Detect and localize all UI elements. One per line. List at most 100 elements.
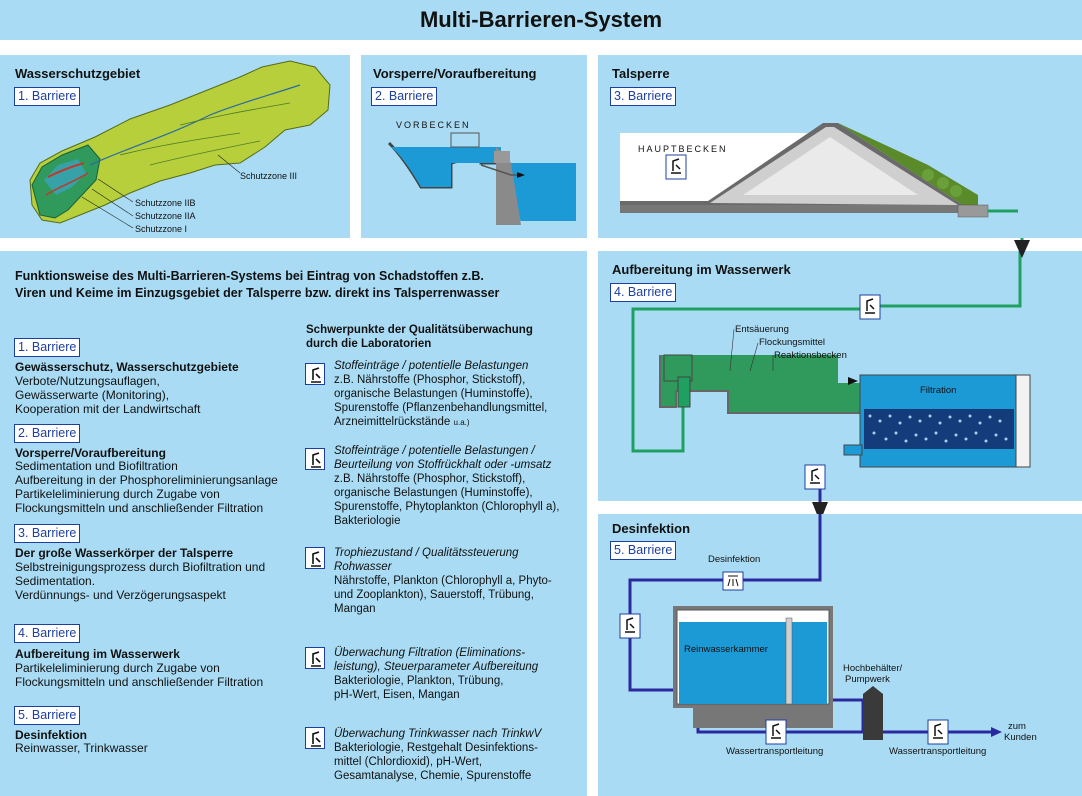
zone-label-i: Schutzzone I	[135, 224, 187, 234]
main-heading: Funktionsweise des Multi-Barrieren-Syste…	[15, 268, 499, 302]
text-line: Sedimentation.	[15, 574, 96, 588]
text-line: Sedimentation und Biofiltration	[15, 459, 178, 473]
panel-title: Vorsperre/Voraufbereitung	[373, 66, 537, 81]
label-desinfektion: Desinfektion	[708, 554, 760, 565]
barrier-badge: 3. Barriere	[14, 524, 81, 543]
desinfektion-diagram: Desinfektion Reinwasserkammer Wassertran…	[619, 514, 1037, 757]
quality-italic: leistung), Steuerparameter Aufbereitung	[334, 661, 539, 673]
catchment-map: Schutzzone III Schutzzone IIB Schutzzone…	[29, 60, 331, 234]
aufbereitung-diagram: Entsäuerung Flockungsmittel Reaktionsbec…	[631, 251, 1031, 501]
text-line: Bakteriologie, Restgehalt Desinfektions-	[334, 742, 538, 754]
microscope-icon	[305, 363, 325, 385]
vorbecken-label: VORBECKEN	[396, 120, 471, 130]
quality-heading: Schwerpunkte der Qualitätsüberwachung du…	[306, 323, 533, 351]
microscope-icon	[305, 647, 325, 669]
barrier-heading: Gewässerschutz, Wasserschutzgebiete	[15, 360, 239, 374]
text-line: z.B. Nährstoffe (Phosphor, Stickstoff),	[334, 374, 526, 386]
text-line: Reinwasser, Trinkwasser	[15, 741, 148, 755]
quality-item: Überwachung Filtration (Eliminations- le…	[334, 646, 538, 702]
text-line: Gesamtanalyse, Chemie, Spurenstoffe	[334, 770, 532, 782]
label-kunden-1: zum	[1008, 721, 1026, 732]
barrier-body: Selbstreinigungsprozess durch Biofiltrat…	[15, 560, 265, 602]
main-heading-line-2: Viren und Keime im Einzugsgebiet der Tal…	[15, 286, 500, 300]
panel-aufbereitung: Aufbereitung im Wasserwerk 4. Barriere E…	[598, 251, 1082, 501]
main-heading-line-1: Funktionsweise des Multi-Barrieren-Syste…	[15, 269, 484, 283]
text-line: Partikeleliminierung durch Zugabe von	[15, 487, 220, 501]
zone-label-iib: Schutzzone IIB	[135, 198, 196, 208]
quality-item: Stoffeinträge / potentielle Belastungen …	[334, 359, 547, 430]
title-bar: Multi-Barrieren-System	[0, 0, 1082, 40]
text-line: Partikeleliminierung durch Zugabe von	[15, 661, 220, 675]
text-line: Verdünnungs- und Verzögerungsaspekt	[15, 588, 226, 602]
zone-label-iii: Schutzzone III	[240, 171, 297, 181]
text-line: Arzneimittelrückstände	[334, 416, 451, 428]
text-line: Flockungsmitteln und anschließender Filt…	[15, 675, 264, 689]
quality-italic: Beurteilung von Stoffrückhalt oder -umsa…	[334, 459, 552, 471]
barrier-heading: Vorsperre/Voraufbereitung	[15, 446, 166, 460]
panel-funktionsweise: Funktionsweise des Multi-Barrieren-Syste…	[0, 251, 587, 796]
text-line: Spurenstoffe (Pflanzenbehandlungsmittel,	[334, 402, 548, 414]
quality-heading-line-1: Schwerpunkte der Qualitätsüberwachung	[306, 324, 533, 336]
text-line: organische Belastungen (Huminstoffe),	[334, 388, 533, 400]
barrier-body: Partikeleliminierung durch Zugabe von Fl…	[15, 661, 263, 689]
quality-italic: Überwachung Filtration (Eliminations-	[334, 647, 526, 659]
text-line: Gewässerwarte (Monitoring),	[15, 388, 170, 402]
label-hochbehaelter-2: Pumpwerk	[845, 674, 890, 685]
text-line: und Zooplankton), Sauerstoff, Trübung,	[334, 589, 534, 601]
quality-item: Stoffeinträge / potentielle Belastungen …	[334, 444, 559, 528]
text-line: mittel (Chlordioxid), pH-Wert,	[334, 756, 483, 768]
panel-title: Talsperre	[612, 66, 670, 81]
barrier-badge: 2. Barriere	[14, 424, 81, 443]
text-line: Bakteriologie, Plankton, Trübung,	[334, 675, 504, 687]
panel-title: Wasserschutzgebiet	[15, 66, 141, 81]
barrier-heading: Der große Wasserkörper der Talsperre	[15, 546, 234, 560]
quality-italic: Stoffeinträge / potentielle Belastungen	[334, 360, 529, 372]
page-title: Multi-Barrieren-System	[419, 7, 663, 32]
text-line: Aufbereitung in der Phosphoreliminierung…	[15, 473, 278, 487]
barrier-heading: Desinfektion	[15, 728, 88, 742]
quality-italic: Trophiezustand / Qualitätssteuerung	[334, 547, 519, 559]
quality-item: Trophiezustand / Qualitätssteuerung Rohw…	[334, 546, 552, 616]
panel-desinfektion: Desinfektion 5. Barriere Desinfektion Re…	[598, 514, 1082, 796]
panel-title: Aufbereitung im Wasserwerk	[612, 262, 791, 277]
hauptbecken-label: HAUPTBECKEN	[638, 144, 728, 154]
barrier-badge: 4. Barriere	[610, 283, 677, 302]
quality-italic: Stoffeinträge / potentielle Belastungen …	[334, 445, 535, 457]
text-line: Nährstoffe, Plankton (Chlorophyll a, Phy…	[334, 575, 552, 587]
label-reinwasserkammer: Reinwasserkammer	[684, 644, 768, 655]
label-transport-2: Wassertransportleitung	[889, 746, 986, 757]
quality-item: Überwachung Trinkwasser nach TrinkwV Bak…	[334, 727, 541, 783]
barrier-body: Sedimentation und Biofiltration Aufberei…	[15, 459, 278, 515]
small-note: u.a.)	[453, 418, 470, 427]
text-line: Spurenstoffe, Phytoplankton (Chlorophyll…	[334, 501, 560, 513]
text-line: Bakteriologie	[334, 515, 401, 527]
microscope-icon	[305, 727, 325, 749]
barrier-badge: 3. Barriere	[610, 87, 677, 106]
quality-italic: Rohwasser	[334, 561, 392, 573]
barrier-body: Reinwasser, Trinkwasser	[15, 741, 148, 755]
panel-wasserschutzgebiet: Wasserschutzgebiet 1. Barriere Schutzzon…	[0, 55, 350, 238]
label-entsaeuerung: Entsäuerung	[735, 324, 789, 335]
text-line: pH-Wert, Eisen, Mangan	[334, 689, 460, 701]
zone-label-iia: Schutzzone IIA	[135, 211, 196, 221]
barrier-badge: 1. Barriere	[14, 87, 81, 106]
text-line: organische Belastungen (Huminstoffe),	[334, 487, 533, 499]
barrier-badge: 4. Barriere	[14, 624, 81, 643]
barrier-heading: Aufbereitung im Wasserwerk	[15, 647, 180, 661]
text-line: Selbstreinigungsprozess durch Biofiltrat…	[15, 560, 266, 574]
panel-vorsperre: Vorsperre/Voraufbereitung 2. Barriere VO…	[361, 55, 587, 238]
vorsperre-diagram: VORBECKEN	[387, 120, 576, 225]
label-filtration: Filtration	[920, 385, 956, 396]
text-line: Flockungsmitteln und anschließender Filt…	[15, 501, 264, 515]
barrier-badge: 1. Barriere	[14, 338, 81, 357]
microscope-icon	[305, 547, 325, 569]
label-hochbehaelter-1: Hochbehälter/	[843, 663, 903, 674]
barrier-body: Verbote/Nutzungsauflagen, Gewässerwarte …	[15, 374, 200, 416]
label-kunden-2: Kunden	[1004, 732, 1037, 743]
label-transport-1: Wassertransportleitung	[726, 746, 823, 757]
text-line: Mangan	[334, 603, 376, 615]
quality-italic: Überwachung Trinkwasser nach TrinkwV	[334, 728, 542, 740]
label-flockungsmittel: Flockungsmittel	[759, 337, 825, 348]
barrier-badge: 5. Barriere	[14, 706, 81, 725]
text-line: z.B. Nährstoffe (Phosphor, Stickstoff),	[334, 473, 526, 485]
